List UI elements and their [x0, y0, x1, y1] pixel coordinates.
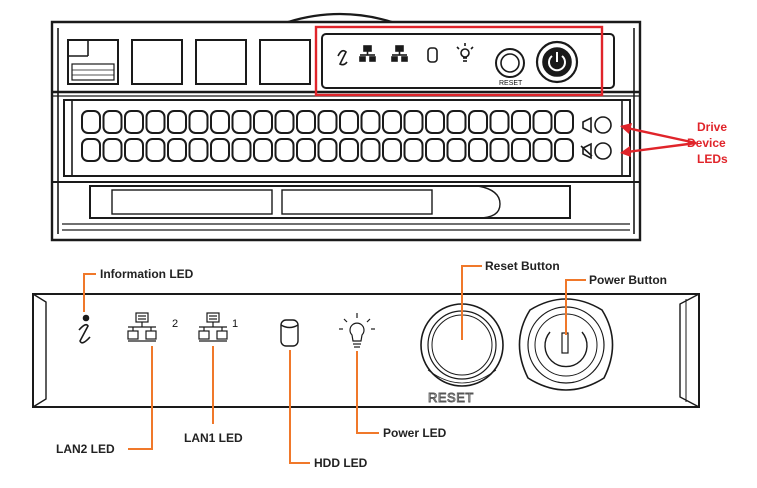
vent-hole	[554, 110, 574, 134]
control-panel-highlight	[314, 25, 604, 97]
vent-hole	[425, 110, 445, 134]
vent-hole	[253, 110, 273, 134]
callout-hdd-led: HDD LED	[314, 456, 368, 470]
vent-hole	[403, 110, 424, 134]
drive-device-leds	[580, 116, 612, 160]
vent-hole	[188, 110, 209, 134]
vent-hole	[167, 138, 187, 162]
callout-lan1-led: LAN1 LED	[184, 431, 243, 445]
top-reset-mark: RESET	[499, 80, 523, 87]
info-led-icon	[78, 314, 91, 344]
vent-hole	[145, 110, 166, 134]
vent-hole	[253, 138, 273, 162]
power-led-icon	[339, 313, 375, 348]
vent-hole	[446, 110, 467, 134]
vent-hole	[382, 138, 402, 162]
drive-leds-label-line1: Drive	[697, 120, 727, 134]
vent-hole	[446, 138, 467, 162]
vent-hole	[231, 138, 252, 162]
callout-lan2-led: LAN2 LED	[56, 442, 115, 456]
vent-hole	[382, 110, 402, 134]
vent-hole	[145, 138, 166, 162]
vent-hole	[489, 110, 510, 134]
callout-power-button: Power Button	[589, 273, 667, 287]
drive-leds-label-line3: LEDs	[697, 152, 728, 166]
top-control-icons	[337, 40, 579, 84]
drive-led-arrows	[620, 123, 697, 157]
vent-hole	[210, 138, 230, 162]
vent-hole	[511, 138, 531, 162]
vent-hole	[274, 138, 295, 162]
vent-hole	[532, 110, 553, 134]
lan1-led-icon	[198, 312, 228, 342]
vent-hole	[511, 110, 531, 134]
lan2-mark: 2	[172, 318, 178, 330]
vent-hole	[274, 110, 295, 134]
vent-hole	[296, 110, 316, 134]
vent-hole	[468, 110, 488, 134]
drive-leds-label-line2: Device	[687, 136, 726, 150]
lan2-led-icon	[127, 312, 157, 342]
vent-hole	[339, 138, 359, 162]
vent-hole	[102, 110, 123, 134]
vent-hole	[425, 138, 445, 162]
vent-hole	[317, 138, 338, 162]
vent-hole	[339, 110, 359, 134]
vent-hole	[360, 138, 381, 162]
vent-hole	[167, 110, 187, 134]
reset-mark: RESET	[428, 390, 474, 405]
lan1-mark: 1	[232, 318, 238, 330]
vent-hole	[124, 138, 144, 162]
callout-power-led: Power LED	[383, 426, 447, 440]
vent-hole	[102, 138, 123, 162]
control-panel-detail	[32, 293, 700, 408]
vent-hole	[188, 138, 209, 162]
vent-hole	[124, 110, 144, 134]
vent-hole	[231, 110, 252, 134]
vent-hole	[360, 110, 381, 134]
callout-leaders	[83, 265, 586, 464]
vent-hole	[532, 138, 553, 162]
vent-hole	[81, 110, 101, 134]
vent-hole	[81, 138, 101, 162]
vent-hole	[468, 138, 488, 162]
vent-hole	[403, 138, 424, 162]
callout-information-led: Information LED	[100, 267, 194, 281]
vent-hole	[489, 138, 510, 162]
vent-hole	[210, 110, 230, 134]
vent-hole	[554, 138, 574, 162]
vent-holes	[81, 110, 574, 162]
vent-hole	[296, 138, 316, 162]
vent-hole	[317, 110, 338, 134]
hdd-led-icon	[280, 319, 299, 347]
callout-reset-button: Reset Button	[485, 259, 560, 273]
